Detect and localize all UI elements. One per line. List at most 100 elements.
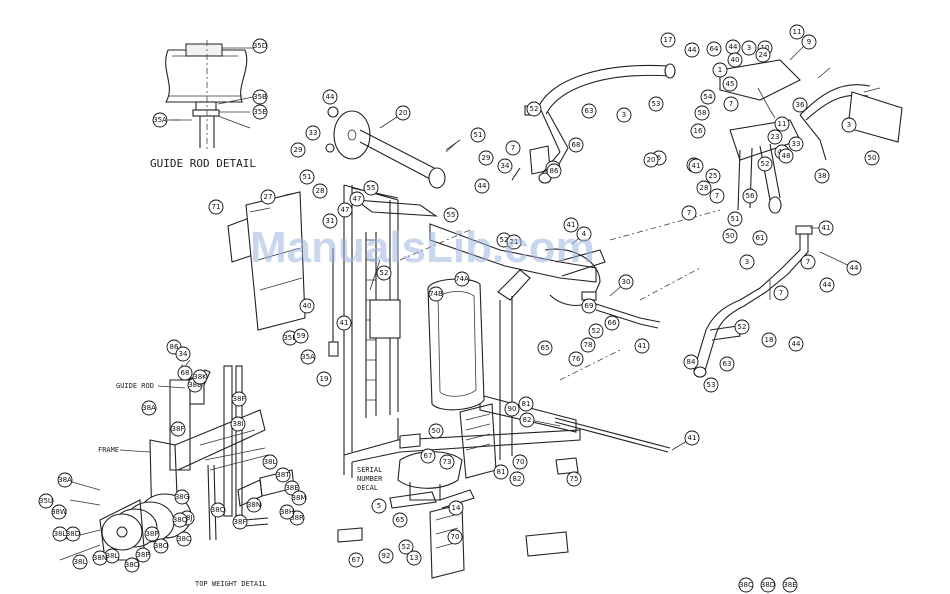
callout-label: 44 [688,46,697,54]
callout-68: 68 [177,365,193,381]
callout-65: 65 [537,340,553,356]
callout-label: 70 [516,458,525,466]
callout-54: 54 [700,89,716,105]
callout-circle [293,328,309,344]
callout-48: 48 [778,148,794,164]
callout-label: 82 [513,475,522,483]
callout-circle [322,213,338,229]
callout-circle [722,76,738,92]
callout-circle [818,220,834,236]
callout-circle [616,107,632,123]
callout-circle [57,472,73,488]
callout-64: 64 [706,41,722,57]
callout-47: 47 [349,191,365,207]
callout-81: 81 [518,396,534,412]
callout-circle [474,178,490,194]
callout-label: 13 [410,554,419,562]
callout-50: 50 [428,423,444,439]
callout-circle [192,369,208,385]
callout-circle [230,416,246,432]
callout-label: 30 [622,278,631,286]
callout-circle [581,103,597,119]
callout-circle [734,319,750,335]
callout-74a: 74A [454,271,470,287]
callout-52: 52 [376,265,392,281]
callout-label: 40 [731,56,740,64]
callout-label: 63 [723,360,732,368]
callout-label: 5 [377,502,381,510]
callout-41: 41 [563,217,579,233]
callout-label: 74A [455,275,469,283]
callout-label: 11 [793,28,802,36]
callout-38g: 38G [174,489,190,505]
callout-14: 14 [448,500,464,516]
callout-circle [739,254,755,270]
serial-label-line1: SERIAL [357,466,382,474]
callout-51: 51 [299,169,315,185]
callout-circle [738,577,754,593]
callout-circle [518,396,534,412]
callout-circle [176,531,192,547]
callout-55: 55 [443,207,459,223]
press-arm-assembly [511,59,903,378]
callout-label: 69 [585,302,594,310]
callout-circle [566,471,582,487]
callout-label: 40 [303,302,312,310]
callout-11: 11 [789,24,805,40]
callout-label: 38L [74,558,87,566]
callout-circle [299,169,315,185]
callout-label: 16 [694,127,703,135]
callout-circle [478,150,494,166]
callout-label: 14 [452,504,461,512]
callout-label: 52 [738,323,747,331]
callout-circle [604,315,620,331]
callout-circle [814,168,830,184]
callout-label: 52 [500,236,509,244]
callout-label: 38I [233,420,244,428]
callout-11: 11 [774,116,790,132]
callout-label: 45 [726,80,735,88]
callout-38l: 38L [72,554,88,570]
callout-label: 65 [396,516,405,524]
callout-circle [299,298,315,314]
callout-44: 44 [725,39,741,55]
callout-circle [447,529,463,545]
callout-circle [648,96,664,112]
callout-label: 34 [179,350,188,358]
callout-18: 18 [761,332,777,348]
callout-label: 35D [253,42,267,50]
callout-circle [124,557,140,573]
callout-circle [312,183,328,199]
callout-circle [337,202,353,218]
callout-circle [778,148,794,164]
callout-label: 38T [276,471,290,479]
callout-circle [757,156,773,172]
callout-label: 38 [818,172,827,180]
callout-circle [684,42,700,58]
callout-circle [703,377,719,393]
callout-label: 48 [782,152,791,160]
callout-label: 78 [584,341,593,349]
callout-label: 29 [294,146,303,154]
callout-circle [506,234,522,250]
callout-53: 53 [703,377,719,393]
callout-label: 7 [687,209,691,217]
callout-label: 38D [66,530,80,538]
caption-guide-rod-detail: GUIDE ROD DETAIL [150,157,256,170]
callout-circle [305,125,321,141]
callout-circle [406,550,422,566]
callout-circle [378,548,394,564]
callout-circle [563,217,579,233]
callout-label: 38W [51,508,67,516]
callout-label: 55 [447,211,456,219]
callout-label: 38C [739,581,753,589]
callout-circle [348,552,364,568]
callout-label: 56 [746,192,755,200]
callout-label: 28 [316,187,325,195]
callout-label: 51 [303,173,312,181]
callout-38m: 38M [292,490,306,506]
callout-label: 38B [188,381,202,389]
callout-label: 38L [106,552,119,560]
callout-circle [660,32,676,48]
